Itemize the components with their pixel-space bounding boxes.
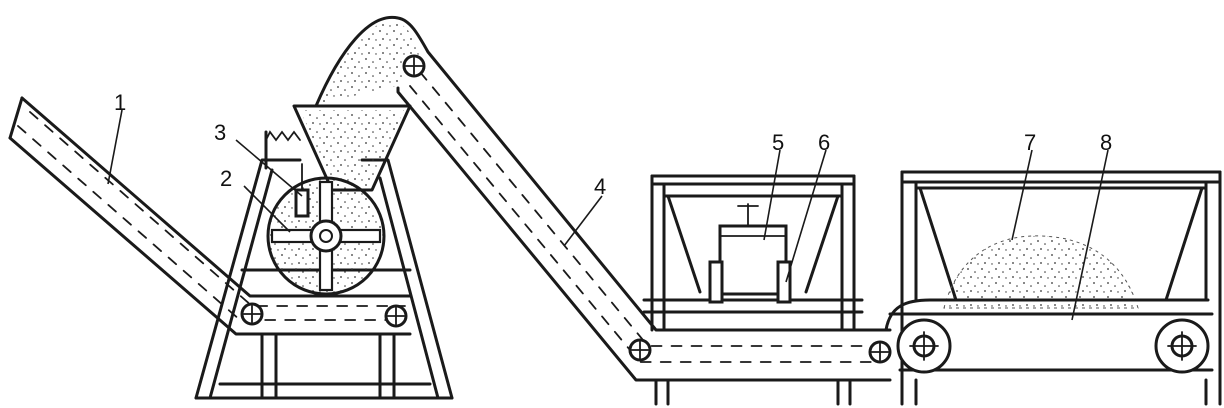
batching-frame	[642, 174, 864, 406]
label-6: 6	[818, 130, 830, 155]
inclined-conveyor-pulley-end	[868, 340, 892, 364]
label-2: 2	[220, 166, 232, 191]
feed-conveyor	[8, 96, 412, 336]
inclined-conveyor	[314, 15, 892, 382]
aggregate-pile	[943, 235, 1139, 309]
label-8: 8	[1100, 130, 1112, 155]
dosing-gate	[708, 260, 792, 304]
inclined-conveyor-pulley-bottom	[628, 338, 652, 362]
label-7: 7	[1024, 130, 1036, 155]
crusher-hopper	[292, 104, 412, 192]
storage-bin	[900, 170, 1222, 406]
discharge-conveyor-pulley-right	[1154, 318, 1210, 374]
dosing-box	[718, 203, 788, 296]
feed-conveyor-pulley-left	[240, 302, 264, 326]
feed-conveyor-pulley-right	[384, 304, 408, 328]
label-5: 5	[772, 130, 784, 155]
inclined-conveyor-pulley-top	[402, 54, 426, 78]
label-3: 3	[214, 120, 226, 145]
label-1: 1	[114, 90, 126, 115]
discharge-conveyor	[884, 298, 1214, 374]
crusher-adjuster	[264, 130, 310, 218]
callout-labels: 1 2 3 4 5 6 7 8	[114, 90, 1112, 199]
label-4: 4	[594, 174, 606, 199]
crusher-rotor	[266, 176, 386, 296]
leader-lines	[107, 109, 1109, 321]
discharge-conveyor-pulley-left	[896, 318, 952, 374]
